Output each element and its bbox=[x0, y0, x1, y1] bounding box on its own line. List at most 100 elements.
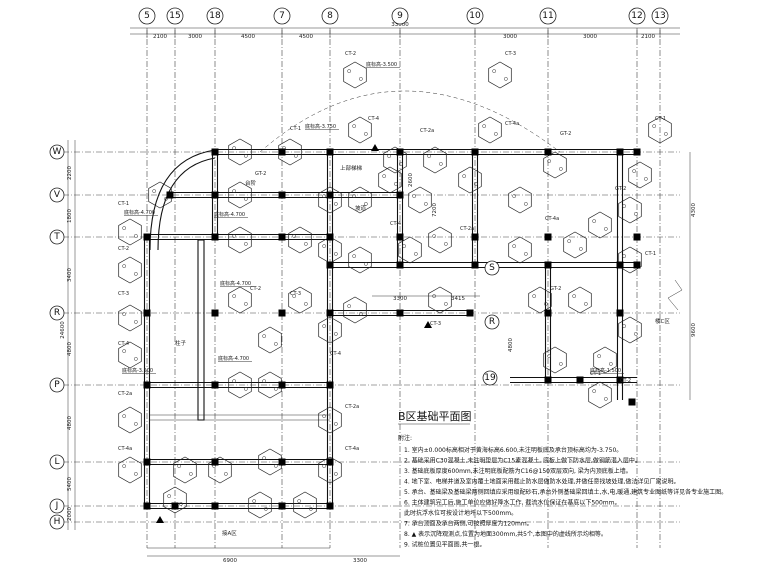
settlement-marker bbox=[424, 321, 432, 328]
pile bbox=[644, 177, 648, 181]
pile bbox=[347, 69, 351, 73]
pile bbox=[134, 422, 138, 426]
pile bbox=[352, 254, 356, 258]
pile-cap bbox=[163, 486, 187, 514]
axis-bubble-label: L bbox=[54, 457, 59, 467]
axis-bubble bbox=[273, 7, 291, 25]
column bbox=[396, 309, 404, 317]
pile-cap bbox=[258, 448, 282, 476]
pile-cap bbox=[118, 341, 142, 369]
cap-label: CT-1 bbox=[118, 201, 129, 207]
pile bbox=[322, 414, 326, 418]
pile-cap bbox=[458, 166, 482, 194]
elevation-note: 底标高-3.500 bbox=[366, 61, 397, 68]
pile-cap bbox=[508, 236, 532, 264]
cap-label: CT-4 bbox=[390, 221, 401, 227]
pile-cap bbox=[343, 61, 367, 89]
pile-cap bbox=[228, 371, 252, 399]
column bbox=[171, 502, 179, 510]
column bbox=[211, 502, 219, 510]
pile-cap bbox=[593, 346, 617, 374]
pile-cap bbox=[543, 151, 567, 179]
dimension-label: 2100 bbox=[153, 34, 167, 40]
dimension-label: 4800 bbox=[67, 342, 73, 356]
dimension-label: 3300 bbox=[353, 558, 367, 564]
pile bbox=[122, 264, 127, 268]
pile-cap bbox=[428, 226, 452, 254]
pile bbox=[462, 174, 466, 178]
column bbox=[633, 261, 641, 269]
cap-label: CT-1 bbox=[290, 126, 301, 132]
pile-cap bbox=[588, 211, 612, 239]
pile bbox=[439, 162, 443, 166]
pile bbox=[294, 154, 298, 158]
axis-bubble bbox=[206, 7, 224, 25]
pile bbox=[134, 234, 138, 238]
column bbox=[471, 233, 479, 241]
pile bbox=[402, 244, 406, 248]
dimension-label: 2200 bbox=[67, 166, 73, 180]
axis-bubble-label: 9 bbox=[397, 11, 403, 21]
dimension-label: 4300 bbox=[691, 203, 697, 217]
pile bbox=[652, 124, 657, 128]
dimension-label: 9600 bbox=[691, 323, 697, 337]
column bbox=[576, 376, 584, 384]
pile-cap bbox=[228, 226, 252, 254]
cap-label: CT-2a bbox=[420, 128, 434, 134]
pile bbox=[334, 472, 338, 476]
column bbox=[326, 148, 334, 156]
settlement-marker bbox=[156, 516, 164, 523]
notes-header: 附注: bbox=[398, 434, 412, 442]
pile-cap bbox=[258, 326, 282, 354]
note-line: 此时抗浮水位可按设计地坪以下500mm。 bbox=[404, 509, 517, 517]
pile-cap bbox=[293, 491, 317, 519]
dimension-label: 4500 bbox=[241, 34, 255, 40]
column bbox=[143, 458, 151, 466]
axis-bubble bbox=[49, 144, 65, 160]
column bbox=[471, 148, 479, 156]
pile bbox=[399, 162, 403, 166]
cap-label: CT-3 bbox=[505, 51, 516, 57]
pile bbox=[292, 294, 296, 298]
cap-label: CT-2a bbox=[460, 226, 474, 232]
elevation-note: 底标高-4.700 bbox=[220, 280, 251, 287]
cap-label: CT-1 bbox=[645, 251, 656, 257]
axis-bubble-label: 12 bbox=[631, 11, 642, 21]
cap-label: CT-4a bbox=[505, 121, 519, 127]
pile bbox=[244, 197, 248, 201]
pile bbox=[264, 507, 268, 511]
pile bbox=[359, 312, 363, 316]
cap-label: CT-2 bbox=[620, 378, 631, 384]
column bbox=[466, 309, 474, 317]
pile bbox=[504, 77, 508, 81]
column bbox=[544, 376, 552, 384]
column bbox=[326, 191, 334, 199]
dimension-label: 6900 bbox=[223, 558, 237, 564]
pile-cap bbox=[488, 61, 512, 89]
pile bbox=[352, 194, 356, 198]
pile-cap bbox=[228, 181, 252, 209]
axis-bubble bbox=[628, 7, 646, 25]
cap-label: CT-3 bbox=[118, 291, 129, 297]
pile-cap bbox=[248, 491, 272, 519]
column bbox=[326, 261, 334, 269]
pile bbox=[179, 502, 183, 506]
pile bbox=[364, 202, 368, 206]
pile bbox=[244, 302, 248, 306]
elevation-note: 底标高-4.700 bbox=[218, 355, 249, 362]
misc-label: 坡道 bbox=[355, 204, 367, 212]
axis-bubble bbox=[539, 7, 557, 25]
misc-label: 台阶 bbox=[245, 179, 257, 187]
dimension-label: 2000 bbox=[67, 507, 73, 521]
pile-cap bbox=[348, 246, 372, 274]
pile bbox=[232, 189, 236, 193]
axis-bubble-label: H bbox=[54, 517, 61, 527]
arc-dashed bbox=[259, 90, 561, 153]
pile-cap bbox=[618, 246, 642, 274]
pile bbox=[232, 234, 236, 238]
pile bbox=[512, 194, 517, 198]
cap-label: CT-2a bbox=[118, 391, 132, 397]
pile bbox=[414, 252, 418, 256]
pile bbox=[524, 252, 528, 256]
